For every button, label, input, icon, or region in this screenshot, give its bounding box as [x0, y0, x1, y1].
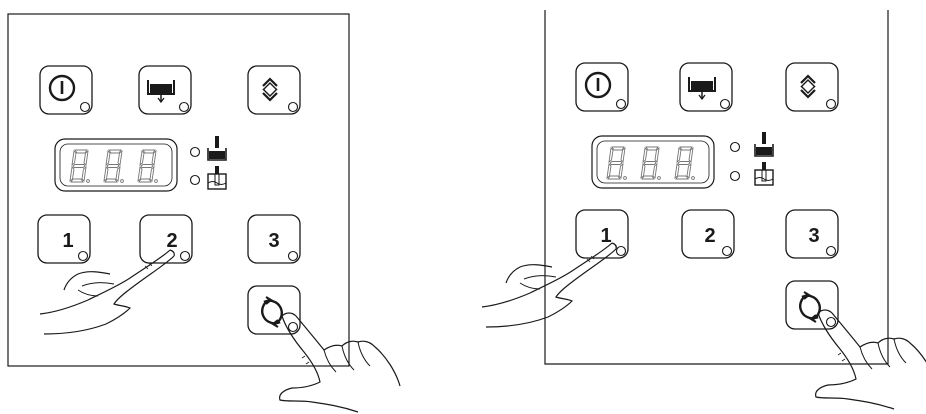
key-2[interactable]: 2: [681, 209, 735, 259]
key-2-label: 2: [704, 225, 715, 247]
up-down-button[interactable]: [785, 62, 839, 112]
drain-button[interactable]: [679, 62, 733, 112]
power-button[interactable]: [575, 62, 629, 112]
key-3[interactable]: 3: [247, 214, 301, 264]
cycle-button[interactable]: [785, 280, 839, 330]
level-high-led: [729, 141, 741, 153]
key-3-label: 3: [268, 230, 279, 252]
level-high-led: [189, 146, 201, 158]
key-1-label: 1: [600, 225, 611, 247]
cycle-button[interactable]: [247, 285, 301, 335]
up-down-button[interactable]: [247, 65, 301, 115]
key-1[interactable]: 1: [575, 209, 629, 259]
key-3-label: 3: [808, 225, 819, 247]
pointing-hand-left: [481, 242, 617, 328]
panel-frame: [544, 10, 889, 365]
level-low-led: [189, 174, 201, 186]
key-2-label: 2: [166, 230, 177, 252]
control-panel-left: 1 2 3: [7, 13, 401, 413]
key-2[interactable]: 2: [139, 214, 193, 264]
key-1[interactable]: 1: [37, 214, 91, 264]
level-low-led: [729, 170, 741, 182]
water-level-low-icon: [754, 161, 774, 186]
seven-segment-display: [591, 135, 715, 189]
drain-button[interactable]: [138, 65, 192, 115]
water-level-high-icon: [754, 131, 774, 157]
control-panel-right: 1 2 3: [481, 10, 926, 410]
key-1-label: 1: [62, 230, 73, 252]
power-button[interactable]: [39, 65, 93, 115]
seven-segment-display: [54, 138, 178, 192]
key-3[interactable]: 3: [785, 209, 839, 259]
